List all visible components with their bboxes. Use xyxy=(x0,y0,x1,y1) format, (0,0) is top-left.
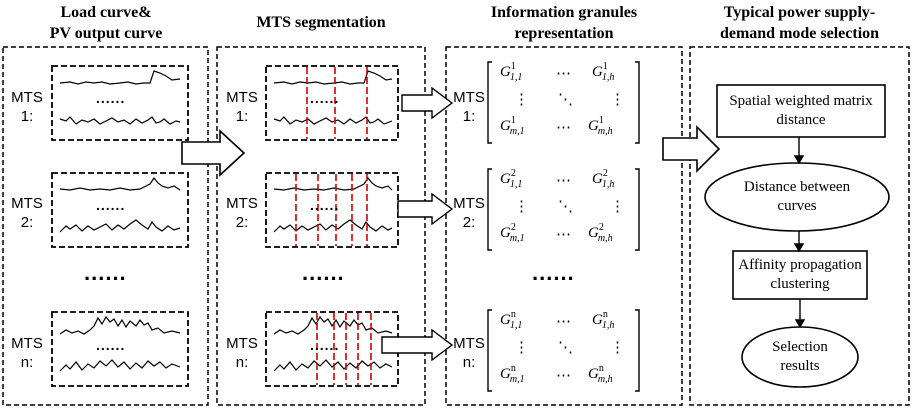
ellipsis-inner-1: ...... xyxy=(96,90,126,106)
curve-box-n xyxy=(51,311,189,387)
ellipsis-rows-col1: ...... xyxy=(84,260,127,285)
flow-text-spatial-distance: Spatial weighted matrix distance xyxy=(729,93,873,128)
panel-granules xyxy=(445,46,683,406)
block-arrow-3 xyxy=(662,125,721,173)
ellipsis-rows-col2: ...... xyxy=(302,260,345,285)
segment-lines-n xyxy=(316,313,372,385)
panel-segmentation xyxy=(216,46,426,406)
small-arrow-n xyxy=(381,328,454,362)
small-arrow-2 xyxy=(397,192,454,226)
ellipsis-inner-n: ...... xyxy=(310,337,340,353)
load-curve-n xyxy=(59,315,181,335)
seg-load-curve-1 xyxy=(273,70,393,85)
load-curve-2 xyxy=(59,176,181,191)
ellipsis-inner-2: ...... xyxy=(310,197,340,213)
ellipsis-inner-n: ...... xyxy=(96,337,126,353)
ellipsis-inner-2: ...... xyxy=(96,197,126,213)
flow-text-selection: Selection results xyxy=(772,339,828,374)
header-mode-selection: Typical power supply-demand mode selecti… xyxy=(719,4,880,42)
curve-box-1 xyxy=(51,65,189,141)
seg-pv-curve-1 xyxy=(273,116,393,125)
flow-box-affinity xyxy=(732,250,868,300)
flow-ellipse-distance-curves xyxy=(704,162,890,232)
ellipsis-inner-1: ...... xyxy=(310,90,340,106)
granule-matrix-n: Gn1,1 ⋯ Gn1,h ⋮ ⋱ ⋮ Gnm,1 ⋯ Gnm,h xyxy=(500,309,625,385)
ellipsis-rows-col3: ...... xyxy=(532,260,575,285)
seg-load-curve-2 xyxy=(273,176,393,191)
curve-box-2 xyxy=(51,172,189,248)
pv-curve-1 xyxy=(59,116,181,125)
matrix-brackets xyxy=(487,61,640,392)
segment-box-n xyxy=(265,311,399,387)
segment-box-1 xyxy=(265,65,399,141)
segment-box-2 xyxy=(265,172,399,248)
panel-load-curves xyxy=(2,46,209,406)
granule-matrix-1: G11,1 ⋯ G11,h ⋮ ⋱ ⋮ G1m,1 ⋯ G1m,h xyxy=(500,61,625,137)
flow-arrows xyxy=(793,137,806,329)
seg-pv-curve-2 xyxy=(273,219,393,233)
segment-lines-2 xyxy=(295,174,368,246)
pv-curve-2 xyxy=(59,219,181,233)
flow-box-spatial-distance xyxy=(716,84,886,138)
load-curve-1 xyxy=(59,70,181,85)
seg-pv-curve-n xyxy=(273,359,393,372)
granule-matrix-2: G21,1 ⋯ G21,h ⋮ ⋱ ⋮ G2m,1 ⋯ G2m,h xyxy=(500,168,625,244)
header-segmentation: MTS segmentation xyxy=(256,14,386,31)
pv-curve-n xyxy=(59,359,181,372)
flow-text-affinity: Affinity propagation clustering xyxy=(738,257,862,292)
segment-lines-1 xyxy=(306,67,368,139)
flow-text-distance-curves: Distance between curves xyxy=(743,179,851,214)
small-arrow-1 xyxy=(401,86,454,120)
header-load-curve: Load curve&PV output curve xyxy=(49,4,163,42)
block-arrow-1 xyxy=(181,129,246,177)
seg-load-curve-n xyxy=(273,315,393,335)
